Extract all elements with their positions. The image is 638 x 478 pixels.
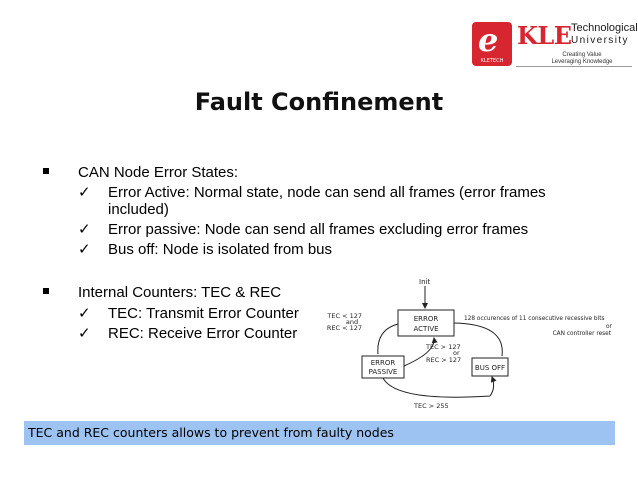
label-left-3: REC < 127 xyxy=(327,324,362,332)
logo-tagline: Creating Value Leveraging Knowledge xyxy=(534,52,630,66)
university-logo: e KLETECH KLE Technological University C… xyxy=(472,18,638,70)
list-item: ✓ TEC: Transmit Error Counter xyxy=(78,305,588,323)
label-mid-2: or xyxy=(453,349,460,357)
logo-line2: University xyxy=(571,35,629,46)
section-heading-counters: Internal Counters: TEC & REC xyxy=(43,284,282,302)
logo-line1: Technological xyxy=(571,22,638,34)
error-passive-label-2: PASSIVE xyxy=(369,368,398,376)
summary-text: TEC and REC counters allows to prevent f… xyxy=(28,425,394,440)
checkmark-icon: ✓ xyxy=(78,183,91,201)
section-heading-text: Internal Counters: TEC & REC xyxy=(78,284,282,301)
logo-tagline-2: Leveraging Knowledge xyxy=(551,59,613,65)
bus-off-label: BUS OFF xyxy=(475,364,505,372)
arrow-busoff-active xyxy=(453,322,503,357)
list-item-text: REC: Receive Error Counter xyxy=(108,325,298,342)
bus-off-state xyxy=(471,357,509,377)
logo-brand: KLE xyxy=(517,21,572,50)
label-right-2: or xyxy=(606,324,613,330)
label-right-3: CAN controller reset xyxy=(553,331,612,337)
list-item-text: Error passive: Node can send all frames … xyxy=(108,221,529,238)
list-item: ✓ Bus off: Node is isolated from bus xyxy=(78,241,588,259)
list-item-continuation: included) xyxy=(108,201,588,218)
logo-rule xyxy=(516,66,632,67)
error-active-label-2: ACTIVE xyxy=(413,325,438,333)
slide-title: Fault Confinement xyxy=(194,88,444,116)
logo-mark: e KLETECH xyxy=(472,22,512,66)
error-active-state xyxy=(397,309,455,337)
state-diagram: Init ERROR ACTIVE ERROR PASSIVE BUS OFF … xyxy=(326,272,626,422)
arrow-passive-active xyxy=(403,337,438,367)
list-item-text: Bus off: Node is isolated from bus xyxy=(108,241,333,258)
arrow-active-passive xyxy=(377,323,399,355)
label-left-2: and xyxy=(346,318,358,326)
square-bullet-icon xyxy=(43,168,49,174)
list-item-text: TEC: Transmit Error Counter xyxy=(108,305,299,322)
summary-banner: TEC and REC counters allows to prevent f… xyxy=(24,421,615,445)
checkmark-icon: ✓ xyxy=(78,240,91,258)
list-item: ✓ Error Active: Normal state, node can s… xyxy=(78,184,588,202)
state-diagram-svg: Init ERROR ACTIVE ERROR PASSIVE BUS OFF … xyxy=(326,278,613,410)
init-label: Init xyxy=(419,278,430,286)
checkmark-icon: ✓ xyxy=(78,324,91,342)
logo-glyph: e xyxy=(478,22,499,59)
label-right-1: 128 occurences of 11 consecutive recessi… xyxy=(464,316,605,322)
error-active-label-1: ERROR xyxy=(414,315,439,323)
logo-tagline-1: Creating Value xyxy=(562,52,602,58)
list-item-text: Error Active: Normal state, node can sen… xyxy=(108,184,546,201)
label-mid-3: REC > 127 xyxy=(426,356,461,364)
checkmark-icon: ✓ xyxy=(78,220,91,238)
checkmark-icon: ✓ xyxy=(78,304,91,322)
section-heading-text: CAN Node Error States: xyxy=(78,164,239,181)
list-item: ✓ Error passive: Node can send all frame… xyxy=(78,221,588,239)
label-mid-1: TEC > 127 xyxy=(425,343,461,351)
square-bullet-icon xyxy=(43,288,49,294)
logo-mark-text: KLETECH xyxy=(480,58,504,64)
label-left-1: TEC < 127 xyxy=(326,312,362,320)
error-passive-label-1: ERROR xyxy=(371,359,396,367)
list-item-text: included) xyxy=(108,201,169,218)
list-item: ✓ REC: Receive Error Counter xyxy=(78,325,588,343)
arrow-passive-busoff xyxy=(382,376,497,398)
label-bottom: TEC > 255 xyxy=(413,402,449,410)
section-heading-states: CAN Node Error States: xyxy=(43,164,239,182)
